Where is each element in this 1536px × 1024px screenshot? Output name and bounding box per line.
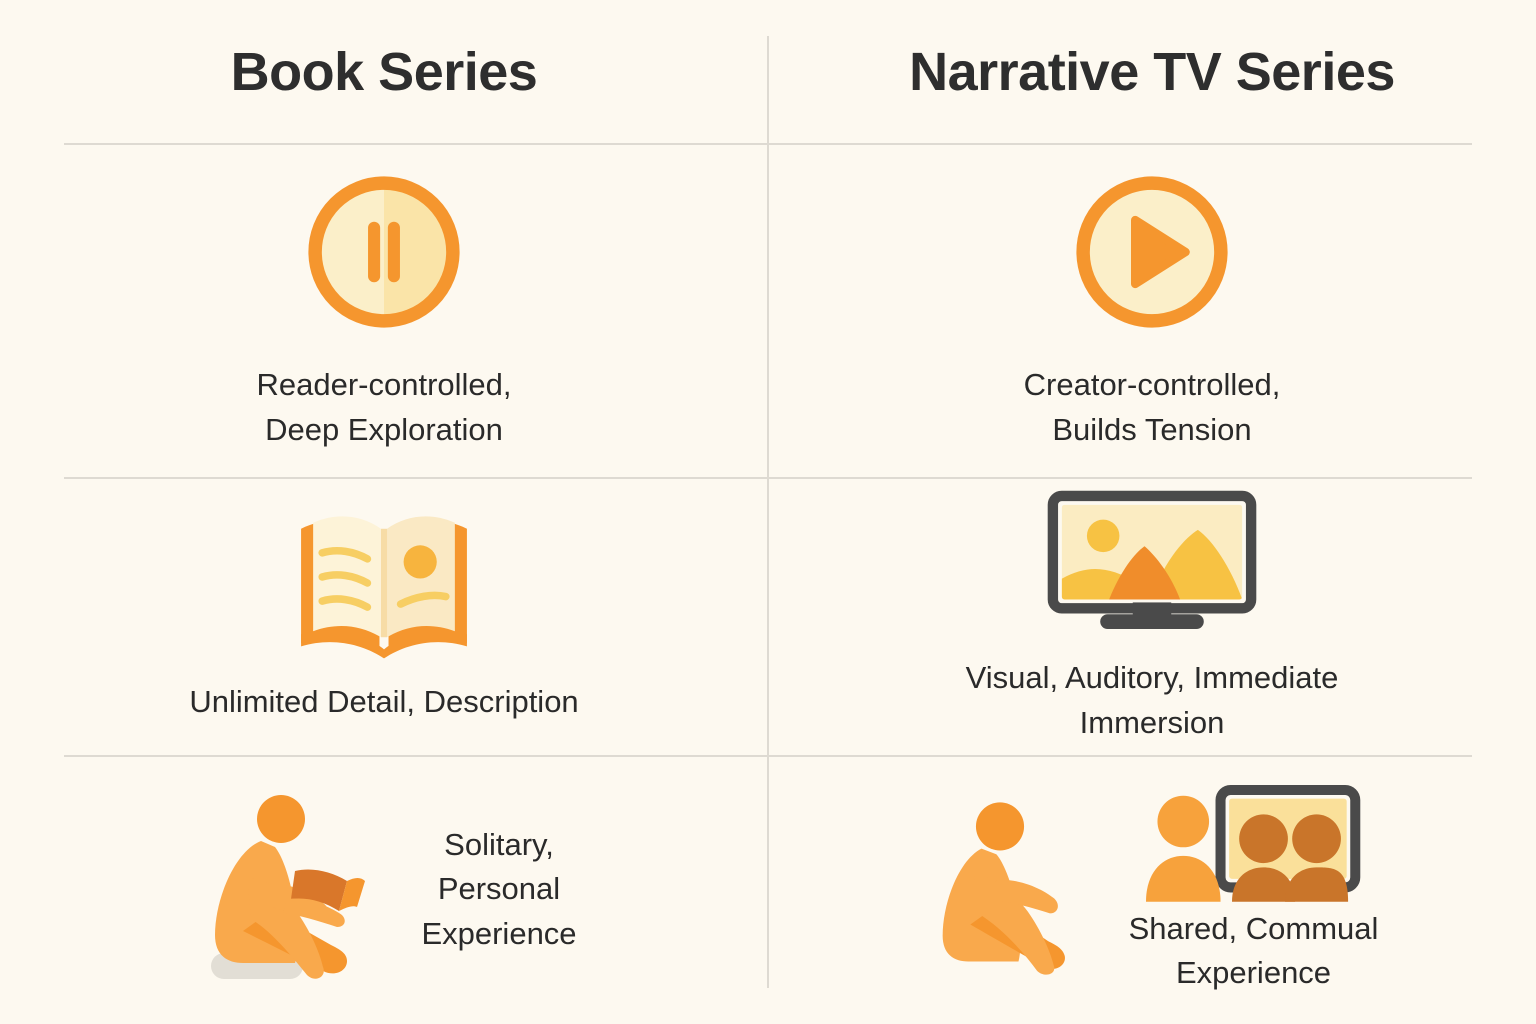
column-header-book-series: Book Series [0,0,768,143]
caption-sensory-book: Unlimited Detail, Description [189,684,579,720]
play-circle-icon [1068,168,1236,341]
header-divider [64,143,1472,145]
cell-sensory-book: Unlimited Detail, Description [0,477,768,755]
cell-sensory-tv: Visual, Auditory, Immediate Immersion [768,477,1536,755]
pause-circle-icon [300,168,468,341]
caption-social-book: Solitary, Personal Experience [421,827,577,951]
caption-social-tv: Shared, Commual Experience [1128,910,1379,990]
caption-pacing-tv: Creator-controlled, Builds Tension [1023,367,1281,447]
column-divider [767,36,769,988]
column-headers: Book Series Narrative TV Series [0,0,1536,143]
person-sitting-icon [926,795,1111,985]
cell-pacing-tv: Creator-controlled, Builds Tension [768,143,1536,477]
page-title-left: Book Series [230,41,538,102]
person-reading-icon [191,787,391,992]
row-divider-1 [64,477,1472,479]
cell-social-book: Solitary, Personal Experience [0,755,768,1024]
row-divider-2 [64,755,1472,757]
cell-pacing-book: Reader-controlled, Deep Exploration [0,143,768,477]
open-book-icon [286,507,482,664]
cell-social-tv: Shared, Commual Experience [768,755,1536,1024]
column-header-narrative-tv-series: Narrative TV Series [768,0,1536,143]
people-watching-tv-icon [1146,784,1361,907]
caption-sensory-tv: Visual, Auditory, Immediate Immersion [965,660,1339,740]
caption-pacing-book: Reader-controlled, Deep Exploration [256,367,512,447]
television-icon [1044,487,1260,640]
page-title-right: Narrative TV Series [909,41,1395,102]
